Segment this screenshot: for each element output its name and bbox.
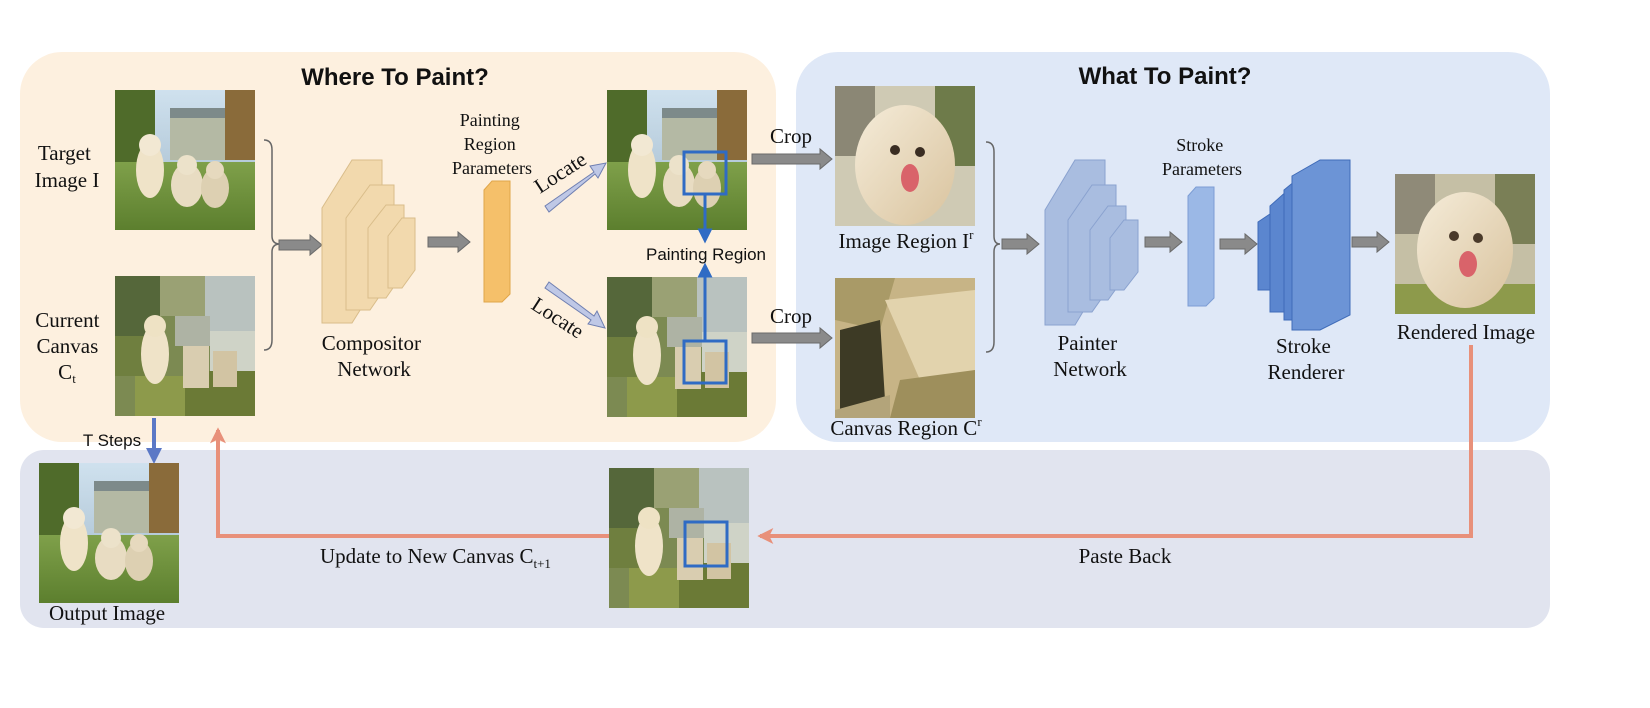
canvas-region-crop	[835, 278, 975, 418]
update-canvas-arrow	[210, 427, 609, 538]
image-region-label: Image Region Ir	[839, 227, 975, 253]
locate-arrow-lower	[544, 281, 606, 329]
arrow-to-rendered	[1351, 230, 1390, 254]
compositor-network-label: Compositor Network	[322, 331, 426, 381]
stroke-parameters-bar	[1187, 186, 1215, 307]
stroke-parameters-label: Stroke Parameters	[1162, 135, 1242, 179]
update-canvas-label: Update to New Canvas Ct+1	[320, 544, 551, 571]
current-canvas-image	[115, 276, 255, 416]
rendered-image-label: Rendered Image	[1397, 320, 1535, 344]
rendered-image	[1395, 174, 1535, 314]
arrow-crop-image	[751, 147, 833, 171]
where-panel-title: Where To Paint?	[301, 64, 489, 91]
what-panel-title: What To Paint?	[1079, 63, 1252, 90]
target-image	[115, 90, 255, 230]
arrow-to-region-params	[427, 230, 471, 254]
update-loop-panel	[20, 450, 1550, 628]
region-box-updated	[683, 520, 729, 568]
target-image-label: Target Image I	[35, 141, 100, 192]
flow-arrows	[278, 147, 1390, 350]
painting-region-parameters-label: Painting Region Parameters	[452, 110, 532, 178]
painting-region-label: Painting Region	[646, 245, 766, 264]
compositor-network-layers	[321, 159, 416, 324]
paste-back-arrow	[757, 345, 1473, 544]
canvas-region-label: Canvas Region Cr	[830, 414, 982, 440]
image-region-crop	[835, 86, 975, 226]
output-image	[39, 463, 179, 603]
crop-label-lower: Crop	[770, 304, 812, 328]
locate-arrow-upper	[544, 162, 607, 213]
painting-region-parameters-bar	[483, 180, 511, 303]
current-canvas-label: Current Canvas Ct	[35, 308, 104, 386]
arrow-crop-canvas	[751, 326, 833, 350]
arrow-to-compositor	[278, 233, 323, 257]
crop-label-upper: Crop	[770, 124, 812, 148]
stroke-renderer-label: Stroke Renderer	[1268, 334, 1345, 384]
output-image-label: Output Image	[49, 601, 165, 625]
painter-network-layers	[1044, 159, 1139, 326]
arrow-to-stroke-params	[1144, 230, 1183, 254]
painter-network-label: Painter Network	[1053, 331, 1127, 381]
arrow-to-painter	[1001, 232, 1040, 256]
arrow-to-renderer	[1219, 232, 1258, 256]
stroke-renderer-layers	[1257, 159, 1351, 331]
paste-back-label: Paste Back	[1079, 544, 1172, 568]
t-steps-label: T Steps	[83, 431, 141, 450]
region-brace	[985, 141, 1001, 353]
